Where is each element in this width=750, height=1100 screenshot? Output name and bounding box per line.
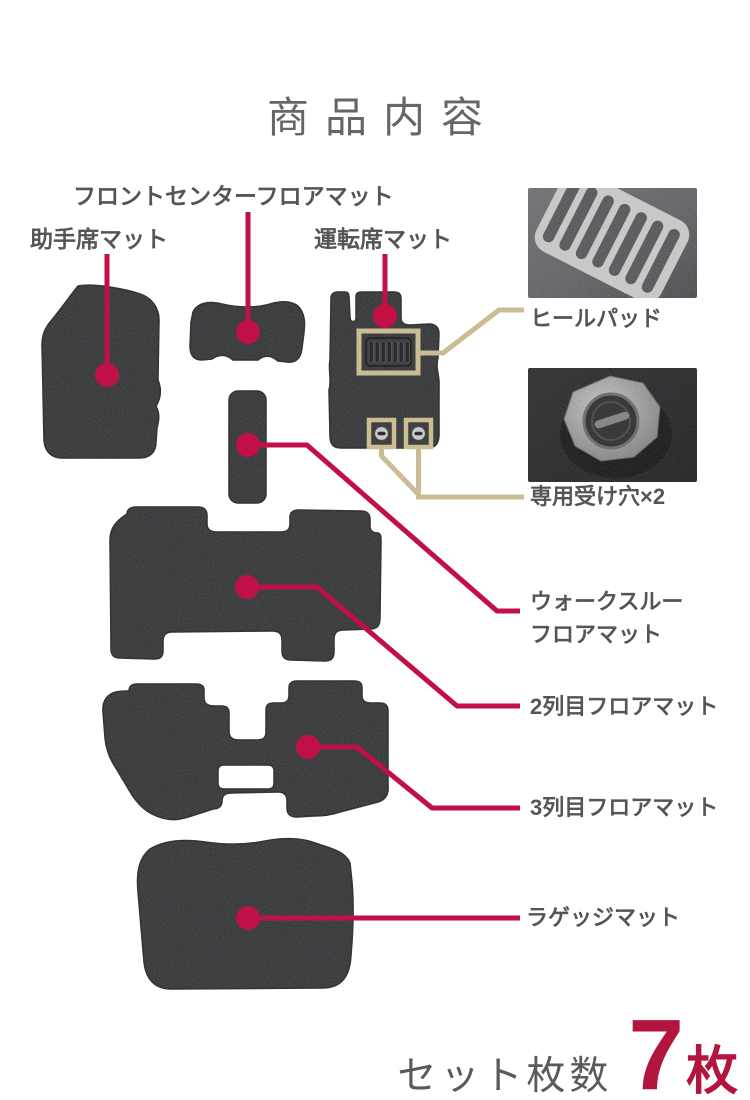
set-count-unit: 枚: [685, 1043, 738, 1100]
walkthrough-mat-label-line1: ウォークスルー: [530, 589, 684, 614]
luggage-mat-label: ラゲッジマット: [526, 905, 681, 930]
front-center-callout-dot: [236, 320, 260, 344]
set-count-number: 7: [628, 999, 684, 1100]
walkthrough-callout-line: [248, 442, 520, 614]
driver-mat-heel-pad-marker: [356, 328, 421, 376]
driver-callout-dot: [373, 304, 397, 328]
walkthrough-callout-dot: [236, 433, 260, 457]
front-center-mat-label: フロントセンターフロアマット: [73, 183, 394, 209]
receiver-hole-photo: [528, 368, 697, 482]
walkthrough-mat-label: ウォークスルー フロアマット: [530, 585, 720, 651]
passenger-mat-label: 助手席マット: [30, 226, 168, 252]
heel-pad-callout-line: [417, 307, 524, 356]
luggage-callout-dot: [236, 906, 260, 930]
receiver-hole-callout-line-left: [379, 447, 420, 496]
page-title: 商品内容: [266, 94, 499, 141]
driver-mat-label: 運転席マット: [314, 226, 452, 252]
heel-pad-photo: [528, 188, 697, 298]
heel-pad-label: ヒールパッド: [530, 306, 663, 331]
walkthrough-mat-label-line2: フロアマット: [530, 622, 663, 647]
second-row-callout-dot: [235, 575, 259, 599]
second-row-mat-label: 2列目フロアマット: [530, 694, 719, 719]
third-row-mat-label: 3列目フロアマット: [530, 795, 719, 820]
second-row-callout-line: [247, 584, 520, 709]
third-row-callout-dot: [296, 735, 320, 759]
set-count-footer: セット枚数 7 枚: [397, 998, 738, 1100]
passenger-callout-dot: [95, 363, 119, 387]
receiver-hole-label: 専用受け穴×2: [530, 484, 666, 509]
third-row-callout-line: [308, 744, 520, 811]
set-count-label: セット枚数: [397, 1055, 613, 1098]
